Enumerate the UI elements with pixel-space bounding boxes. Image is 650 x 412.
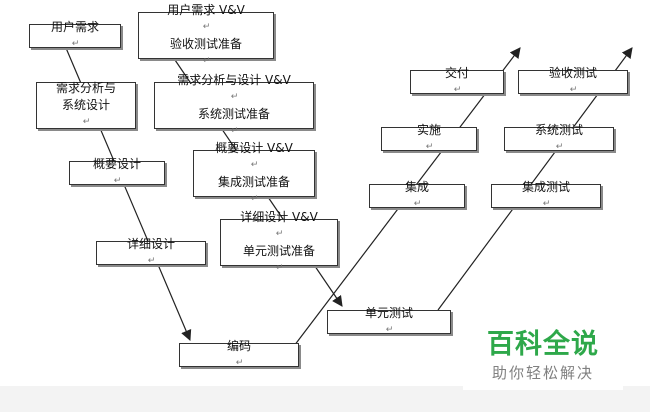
box-delivery: 交付↵ [410,66,504,95]
paragraph-mark: ↵ [250,159,259,170]
box-line: 详细设计↵ [127,236,175,270]
paragraph-mark: ↵ [202,21,211,32]
paragraph-mark: ↵ [202,55,211,66]
box-integration: 集成↵ [369,180,465,209]
box-outline-design: 概要设计↵ [69,157,165,186]
box-line: 系统测试↵ [535,122,583,156]
watermark-subtitle: 助你轻松解决 [491,364,594,382]
box-line: 集成↵ [405,179,429,213]
box-line: 需求分析与 [55,81,116,95]
paragraph-mark: ↵ [425,142,434,152]
box-line: 单元测试准备↵ [243,243,315,277]
box-line: 系统设计↵ [62,97,110,131]
paragraph-mark: ↵ [555,142,564,152]
paragraph-mark: ↵ [453,85,462,95]
box-detailed-design-vv: 详细设计 V&V↵ 单元测试准备↵ [220,210,338,273]
box-line: 验收测试↵ [549,65,597,99]
paragraph-mark: ↵ [230,125,239,136]
box-line: 集成测试↵ [522,179,570,213]
box-implementation: 实施↵ [381,123,477,152]
box-unit-test: 单元测试↵ [327,306,451,335]
box-user-requirements-vv: 用户需求 V&V↵ 验收测试准备↵ [138,3,274,66]
paragraph-mark: ↵ [71,39,80,49]
box-requirements-analysis: 需求分析与 系统设计↵ [36,81,136,131]
box-acceptance-test: 验收测试↵ [518,66,628,95]
box-detailed-design: 详细设计↵ [96,237,206,266]
paragraph-mark: ↵ [82,117,91,127]
box-requirements-analysis-vv: 需求分析与设计 V&V↵ 系统测试准备↵ [154,73,314,136]
bottom-band [0,386,650,412]
paragraph-mark: ↵ [275,228,284,239]
watermark-title: 百科全说 [487,329,599,360]
box-outline-design-vv: 概要设计 V&V↵ 集成测试准备↵ [193,141,315,204]
paragraph-mark: ↵ [230,91,239,102]
paragraph-mark: ↵ [147,256,156,266]
box-line: 系统测试准备↵ [198,106,270,140]
box-line: 需求分析与设计 V&V↵ [177,72,291,106]
paragraph-mark: ↵ [250,193,259,204]
watermark: 百科全说 助你轻松解决 [463,318,623,390]
box-line: 用户需求↵ [51,19,99,53]
paragraph-mark: ↵ [113,176,122,186]
paragraph-mark: ↵ [542,199,551,209]
paragraph-mark: ↵ [569,85,578,95]
box-line: 单元测试↵ [365,305,413,339]
box-line: 详细设计 V&V↵ [240,209,318,243]
paragraph-mark: ↵ [235,358,244,368]
box-user-requirements: 用户需求↵ [29,20,121,49]
box-line: 集成测试准备↵ [218,174,290,208]
box-line: 编码↵ [227,338,251,372]
box-line: 概要设计↵ [93,156,141,190]
paragraph-mark: ↵ [385,325,394,335]
paragraph-mark: ↵ [275,262,284,273]
box-system-test: 系统测试↵ [504,123,614,152]
paragraph-mark: ↵ [413,199,422,209]
box-line: 交付↵ [445,65,469,99]
box-integration-test: 集成测试↵ [491,180,601,209]
box-line: 验收测试准备↵ [170,36,242,70]
box-line: 实施↵ [417,122,441,156]
box-line: 概要设计 V&V↵ [215,140,293,174]
box-coding: 编码↵ [179,339,299,368]
box-line: 用户需求 V&V↵ [167,2,245,36]
